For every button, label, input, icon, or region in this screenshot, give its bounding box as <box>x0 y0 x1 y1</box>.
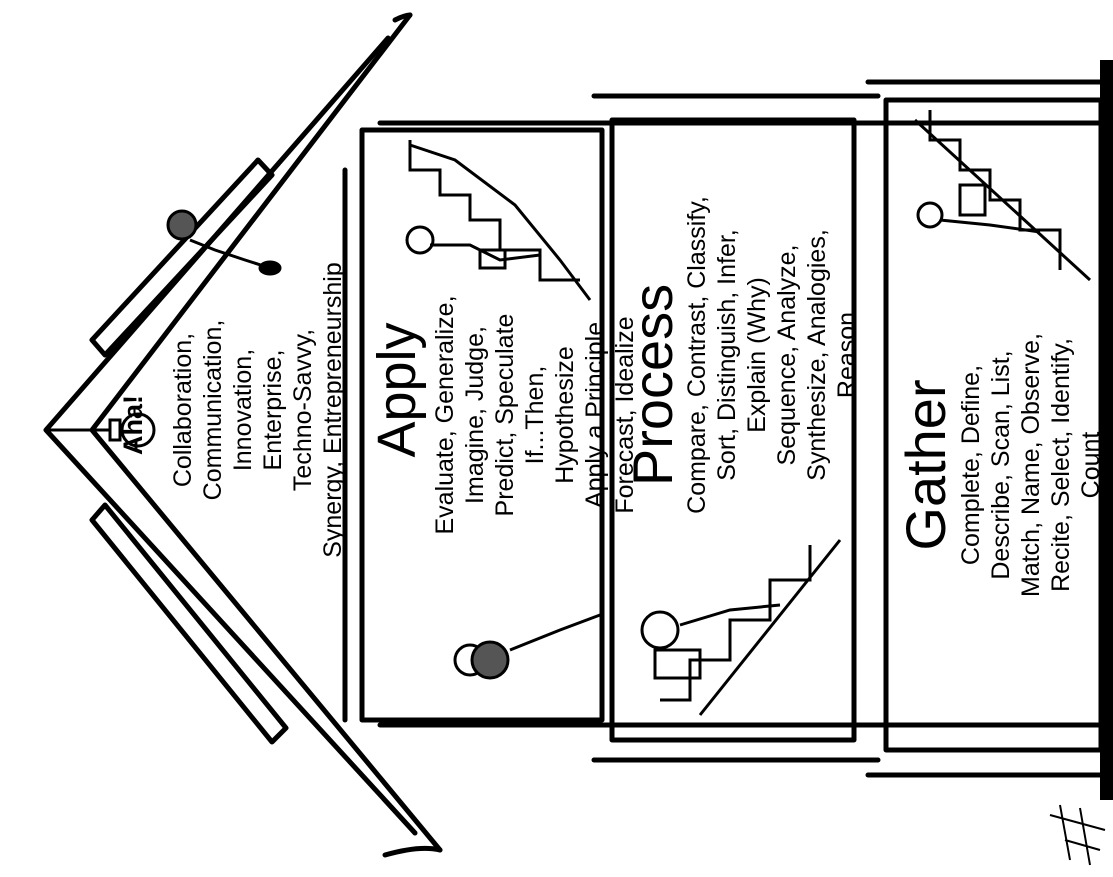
aha-label: Aha! <box>120 375 147 475</box>
apply-words: Evaluate, Generalize, Imagine, Judge, Pr… <box>430 205 640 625</box>
roof-ridge-lower <box>385 848 440 855</box>
process-title: Process <box>625 175 681 595</box>
child-climber-icon <box>918 185 1040 232</box>
attic-words: Collaboration, Communication, Innovation… <box>168 130 348 690</box>
process-words: Compare, Contrast, Classify, Sort, Disti… <box>682 85 862 625</box>
gather-words: Complete, Define, Describe, Scan, List, … <box>956 245 1106 685</box>
gather-title: Gather <box>898 315 954 615</box>
artist-signature <box>1050 805 1105 865</box>
apply-title: Apply <box>370 245 424 535</box>
